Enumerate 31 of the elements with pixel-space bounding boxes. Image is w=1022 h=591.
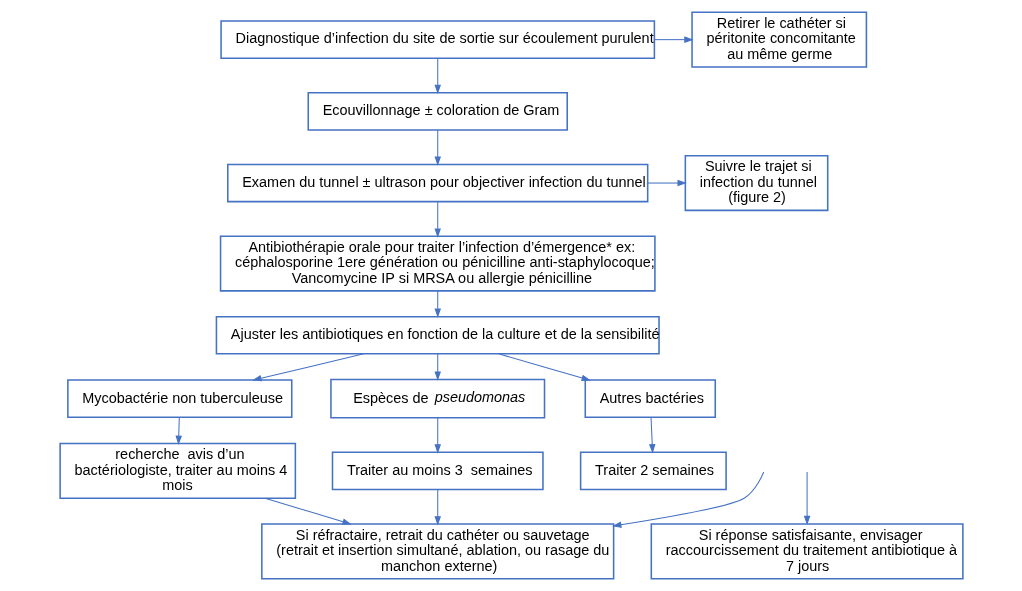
arrow: [251, 353, 364, 382]
arrow: [648, 416, 655, 454]
node-box: Diagnostique d’infection du site de sortie sur écoulement purulent: [219, 20, 655, 59]
arrow: [264, 497, 352, 525]
arrow: [434, 417, 441, 454]
node-box: Mycobactérie non tuberculeuse: [66, 379, 293, 418]
arrow: [434, 129, 441, 166]
node-box: Traiter 2 semaines: [579, 451, 727, 491]
arrow: [497, 353, 591, 382]
arrow: [653, 36, 694, 43]
node-box: recherche avis d’un bactériologiste, traiter au moins 4 mois: [58, 442, 296, 499]
node-box: Autres bactéries: [584, 379, 716, 418]
arrow: [434, 489, 441, 526]
node-box: Suivre le trajet si infection du tunnel (figure 2): [684, 154, 828, 212]
node-box: Ajuster les antibiotiques en fonction de la culture et de la sensibilité: [215, 315, 660, 355]
arrow: [646, 179, 687, 187]
arrow: [611, 471, 764, 528]
node-box: Ecouvillonnage ± coloration de Gram: [306, 92, 568, 131]
arrow: [175, 416, 182, 445]
node-box: Examen du tunnel ± ultrason pour objectiver infection du tunnel: [226, 163, 648, 203]
node-box: Retirer le cathéter si péritonite concomitante au même germe: [690, 11, 867, 68]
node-box: Si réfractaire, retrait du cathéter ou sauvetage (retrait et insertion simultané, ablation, ou rasage du manchon externe): [260, 523, 614, 580]
node-box: Traiter au moins 3 semaines: [331, 451, 544, 491]
arrow: [434, 353, 441, 381]
node-box: Espèces de pseudomonas: [329, 378, 545, 419]
arrow: [434, 57, 441, 95]
arrow: [803, 471, 810, 526]
arrow: [434, 201, 441, 238]
arrow: [434, 290, 441, 318]
node-box: Si réponse satisfaisante, envisager raccourcissement du traitement antibiotique à 7 jours: [650, 523, 964, 580]
node-box: Antibiothérapie orale pour traiter l’infection d’émergence* ex: céphalosporine 1ere génération ou pénicilline anti-staphylocoque; Vancomycine IP si MRSA ou allergie pénicilline: [219, 235, 656, 292]
